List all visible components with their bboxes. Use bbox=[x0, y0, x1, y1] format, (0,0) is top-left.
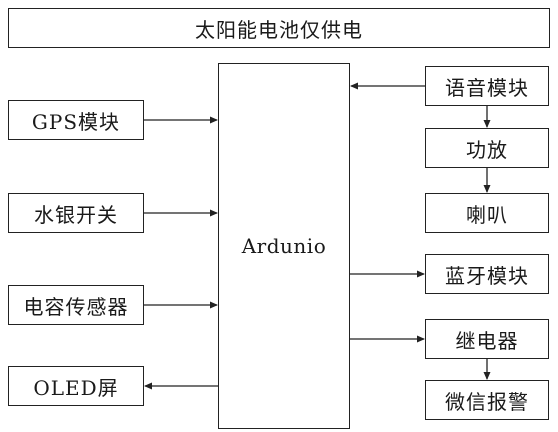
capacitive-sensor-box: 电容传感器 bbox=[8, 285, 144, 325]
speaker-label: 喇叭 bbox=[466, 202, 508, 227]
relay-box: 继电器 bbox=[425, 319, 549, 359]
power-banner-label: 太阳能电池仅供电 bbox=[195, 17, 363, 42]
arduino-controller-box: Ardunio bbox=[218, 63, 350, 429]
bluetooth-module-box: 蓝牙模块 bbox=[425, 254, 549, 294]
oled-screen-box: OLED屏 bbox=[8, 366, 144, 406]
relay-label: 继电器 bbox=[455, 328, 519, 353]
voice-module-box: 语音模块 bbox=[425, 66, 549, 106]
mercury-switch-label: 水银开关 bbox=[34, 202, 118, 227]
mercury-switch-box: 水银开关 bbox=[8, 193, 144, 233]
bluetooth-module-label: 蓝牙模块 bbox=[445, 263, 529, 288]
voice-module-label: 语音模块 bbox=[445, 75, 529, 100]
capacitive-sensor-label: 电容传感器 bbox=[23, 294, 129, 319]
gps-module-label: GPS模块 bbox=[31, 109, 121, 134]
arduino-controller-label: Ardunio bbox=[241, 234, 327, 258]
amplifier-box: 功放 bbox=[425, 128, 549, 168]
power-banner: 太阳能电池仅供电 bbox=[8, 8, 550, 48]
oled-screen-label: OLED屏 bbox=[33, 375, 119, 400]
wechat-alarm-box: 微信报警 bbox=[425, 380, 549, 420]
wechat-alarm-label: 微信报警 bbox=[445, 389, 529, 414]
speaker-box: 喇叭 bbox=[425, 193, 549, 233]
gps-module-box: GPS模块 bbox=[8, 100, 144, 140]
amplifier-label: 功放 bbox=[466, 137, 508, 162]
